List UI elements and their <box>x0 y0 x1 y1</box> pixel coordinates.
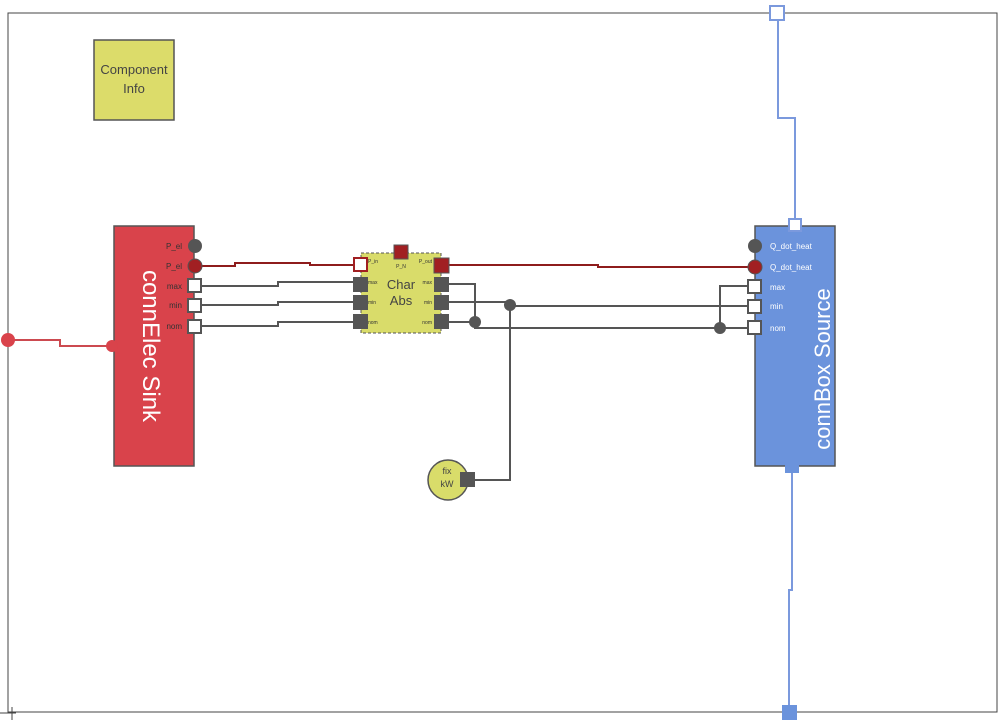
sink-port-label: nom <box>166 322 182 331</box>
char-abs-line1: Char <box>387 277 416 292</box>
diagram-frame <box>7 12 998 713</box>
char-abs-line2: Abs <box>390 293 413 308</box>
heat-port-top[interactable] <box>769 5 785 21</box>
signal-wire-max-source[interactable] <box>719 285 750 328</box>
fix-kw-block[interactable]: fix kW <box>427 459 469 501</box>
char-abs-right-port-label: max <box>423 280 433 286</box>
sink-elec-port[interactable] <box>106 340 118 352</box>
fix-kw-port[interactable] <box>460 472 475 487</box>
char-abs-top-port-label: P_N <box>396 264 406 270</box>
char-abs-right-port-label: nom <box>422 320 432 326</box>
signal-wire-min-right[interactable] <box>447 301 750 307</box>
char-abs-right-port-label: P_out <box>419 259 433 265</box>
char-abs-port-min-out[interactable] <box>434 295 449 310</box>
char-abs-left-port-label: min <box>368 300 376 306</box>
conn-elec-sink-title: connElec Sink <box>137 270 164 423</box>
signal-wire-min-left[interactable] <box>201 301 355 306</box>
sink-port-label: min <box>169 301 182 310</box>
fix-kw-line1: fix <box>443 466 453 476</box>
char-abs-port-p-n[interactable] <box>393 244 409 260</box>
junction-dot <box>469 316 481 328</box>
sink-port-max[interactable] <box>187 278 202 293</box>
signal-wire-nom-right[interactable] <box>474 322 750 329</box>
conn-box-source-title: connBox Source <box>810 288 835 449</box>
signal-wire-fix[interactable] <box>468 306 511 481</box>
conn-box-source-block[interactable]: connBox Source Q_dot_heat Q_dot_heat max… <box>754 225 836 467</box>
source-port-q-dot-heat-out[interactable] <box>748 239 762 253</box>
char-abs-port-nom-out[interactable] <box>434 314 449 329</box>
elec-port-left[interactable] <box>1 333 15 347</box>
source-port-max[interactable] <box>747 279 762 294</box>
junction-dot <box>714 322 726 334</box>
sink-port-min[interactable] <box>187 298 202 313</box>
junction-dot <box>504 299 516 311</box>
heat-wire-top[interactable] <box>777 20 796 225</box>
heat-port-bottom[interactable] <box>782 705 797 720</box>
char-abs-port-max-out[interactable] <box>434 277 449 292</box>
char-abs-right-port-label: min <box>424 300 432 306</box>
char-abs-port-p-in[interactable] <box>353 257 368 272</box>
char-abs-port-p-out[interactable] <box>433 257 450 274</box>
conn-elec-sink-block[interactable]: connElec Sink P_el P_el max min nom <box>113 225 195 467</box>
source-port-label: min <box>770 302 783 311</box>
component-info-line1: Component <box>100 62 168 77</box>
fix-kw-line2: kW <box>441 479 455 489</box>
char-abs-port-max-in[interactable] <box>353 277 368 292</box>
sink-port-p-el-in[interactable] <box>187 258 203 274</box>
elec-wire-left[interactable] <box>8 339 112 347</box>
source-port-nom[interactable] <box>747 320 762 335</box>
char-abs-left-port-label: max <box>368 280 378 286</box>
source-port-label: nom <box>770 324 786 333</box>
sink-port-label: P_el <box>166 242 182 251</box>
source-port-q-dot-heat-in[interactable] <box>747 259 763 275</box>
char-abs-port-min-in[interactable] <box>353 295 368 310</box>
source-heat-port-bottom[interactable] <box>785 463 799 473</box>
signal-wire-nom-left[interactable] <box>201 321 355 327</box>
source-port-label: max <box>770 283 785 292</box>
sink-port-label: P_el <box>166 262 182 271</box>
heat-wire-bottom[interactable] <box>788 470 793 712</box>
source-port-label: Q_dot_heat <box>770 242 813 251</box>
source-port-min[interactable] <box>747 299 762 314</box>
source-heat-port-top[interactable] <box>788 218 802 232</box>
power-wire-in[interactable] <box>201 262 355 267</box>
component-info-block[interactable]: Component Info <box>93 39 175 121</box>
char-abs-left-port-label: nom <box>368 320 378 326</box>
source-port-label: Q_dot_heat <box>770 263 813 272</box>
char-abs-port-nom-in[interactable] <box>353 314 368 329</box>
power-wire-out[interactable] <box>447 264 750 268</box>
sink-port-label: max <box>167 282 182 291</box>
component-info-line2: Info <box>123 81 145 96</box>
sink-port-p-el-out[interactable] <box>188 239 202 253</box>
char-abs-block[interactable]: Char Abs P_N P_in max min nom P_out max … <box>360 252 442 334</box>
sink-port-nom[interactable] <box>187 319 202 334</box>
char-abs-left-port-label: P_in <box>368 259 378 265</box>
signal-wire-max-left[interactable] <box>201 281 355 287</box>
